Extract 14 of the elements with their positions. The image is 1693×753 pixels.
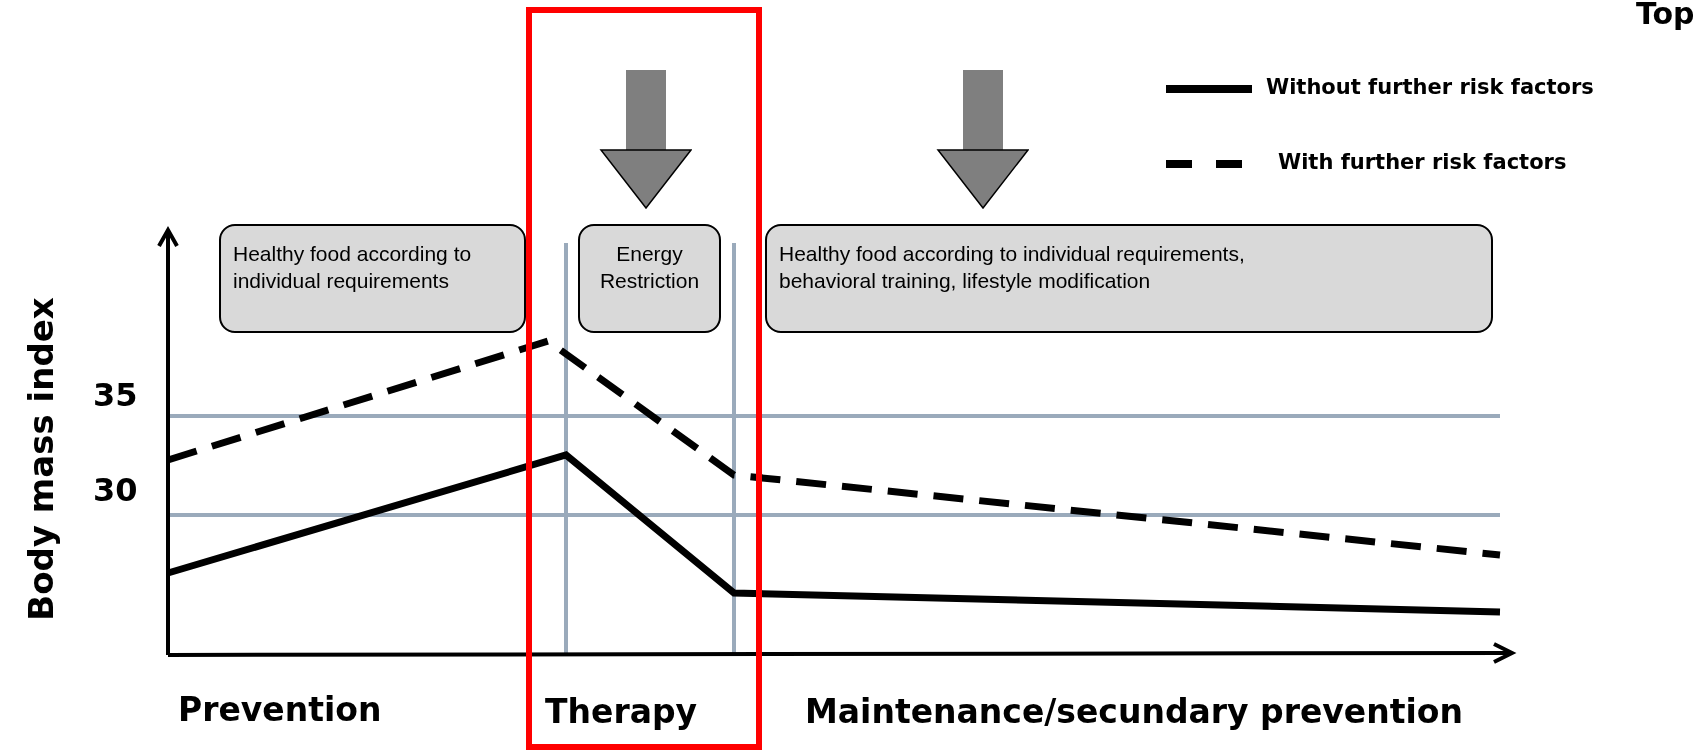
step-box: Healthy food according to individual requirements, behavioral training, lifestyle modification [765, 224, 1493, 333]
phase-label: Therapy [545, 692, 698, 731]
arrow [600, 70, 692, 209]
axis-title: Body mass index [21, 297, 61, 621]
legend-text: With further risk factors [1278, 150, 1567, 174]
step-box: Energy Restriction [578, 224, 721, 333]
axis-tick-label: 30 [93, 471, 138, 509]
phase-label: Maintenance/secundary prevention [805, 692, 1463, 731]
axis-tick-label: 35 [93, 376, 138, 414]
arrow [937, 70, 1029, 209]
phase-label: Prevention [178, 690, 382, 729]
legend-text: Without further risk factors [1266, 75, 1594, 99]
corner-text: Top [1636, 0, 1693, 31]
step-box: Healthy food according to individual requirements [219, 224, 526, 333]
